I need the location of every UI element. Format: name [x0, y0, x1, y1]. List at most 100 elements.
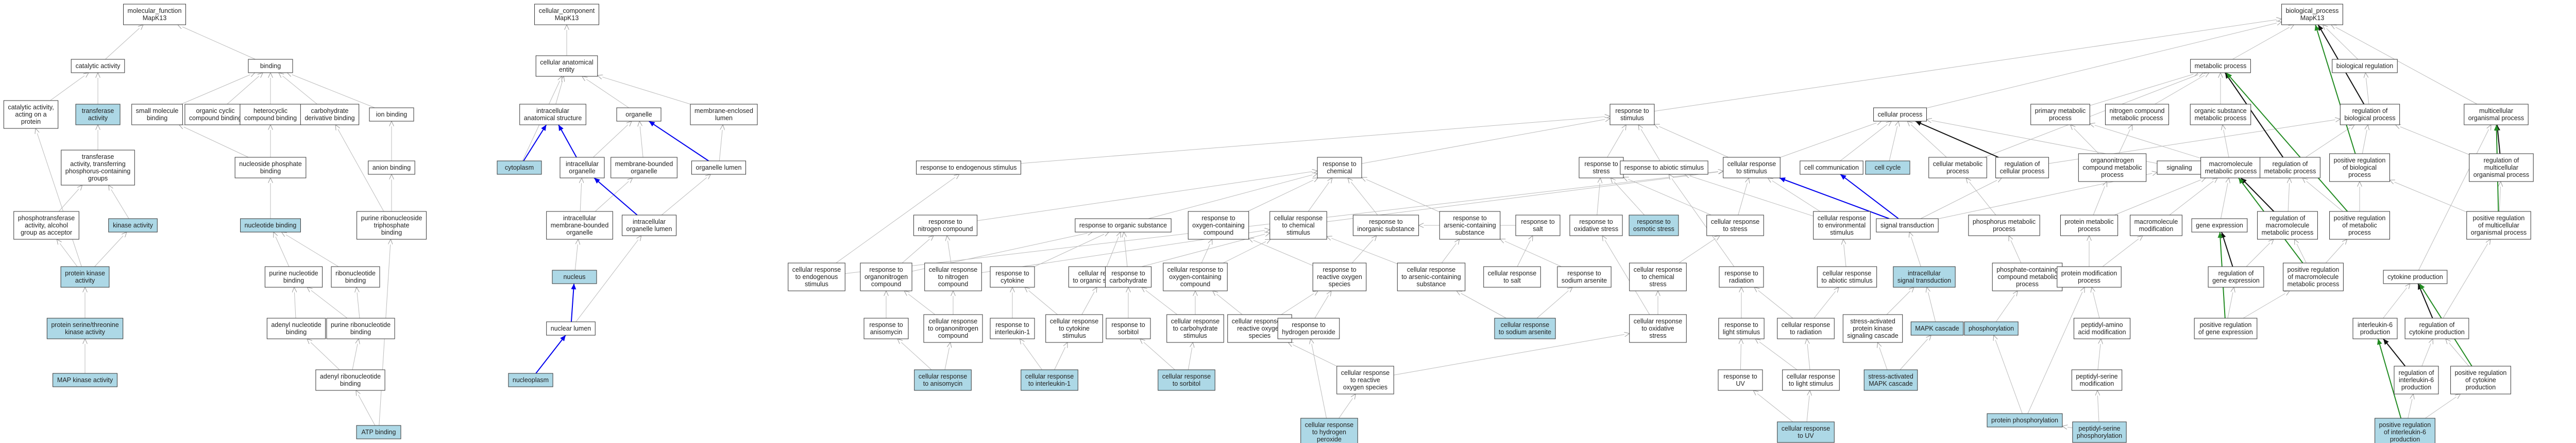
go-term-node-gene-expr[interactable]: gene expression: [2191, 218, 2248, 233]
go-term-node-cell-cycle[interactable]: cell cycle: [1865, 160, 1910, 175]
go-term-node-phosphorylation[interactable]: phosphorylation: [1964, 321, 2019, 336]
go-term-node-nuc-lumen[interactable]: nuclear lumen: [546, 321, 596, 336]
go-term-node-sig-trans[interactable]: signal transduction: [1876, 218, 1939, 233]
go-term-node-cat[interactable]: catalytic activity: [71, 59, 125, 73]
go-term-node-organelle[interactable]: organelle: [616, 107, 662, 122]
go-term-node-atp-binding[interactable]: ATP binding: [356, 425, 401, 439]
go-term-node-ion-binding[interactable]: ion binding: [369, 107, 414, 122]
go-term-node-resp-org-sub[interactable]: response to organic substance: [1075, 218, 1172, 233]
go-term-node-cytokine-prod[interactable]: cytokine production: [2383, 270, 2448, 284]
go-term-node-resp-abiotic[interactable]: response to abiotic stimulus: [1620, 160, 1708, 175]
go-term-node-binding[interactable]: binding: [248, 59, 293, 73]
go-term-node-cell-proc[interactable]: cellular process: [1873, 107, 1927, 122]
go-term-node-resp-endo[interactable]: response to endogenous stimulus: [916, 160, 1021, 175]
go-term-node-nucleoplasm[interactable]: nucleoplasm: [508, 373, 553, 387]
go-term-node-org-lumen[interactable]: organelle lumen: [691, 160, 746, 175]
go-term-node-bio-reg[interactable]: biological regulation: [2332, 59, 2398, 73]
go-term-node-cytoplasm[interactable]: cytoplasm: [497, 160, 542, 175]
go-term-node-kinase[interactable]: kinase activity: [108, 218, 158, 233]
go-term-node-nucleotide-binding[interactable]: nucleotide binding: [240, 218, 301, 233]
go-term-node-map-kinase[interactable]: MAP kinase activity: [53, 373, 117, 387]
go-term-node-signaling[interactable]: signaling: [2157, 160, 2202, 175]
